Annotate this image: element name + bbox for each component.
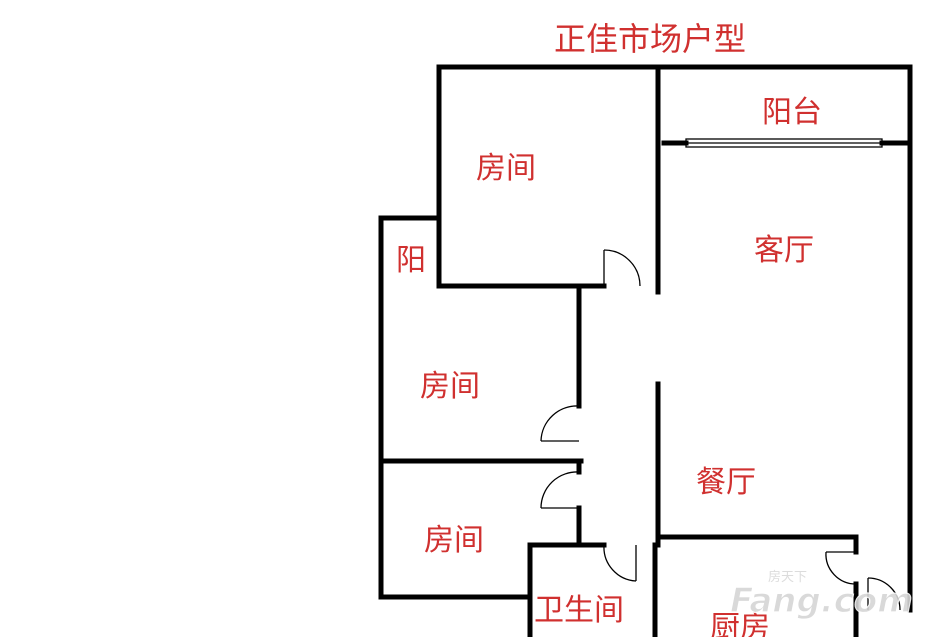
balcony-window: [685, 138, 883, 148]
door-top-bedroom: [603, 249, 641, 287]
room-label-living: 客厅: [754, 233, 814, 268]
room-label-bedroom-top: 房间: [476, 151, 536, 186]
door-bottom-bedroom: [540, 471, 580, 509]
watermark-logo: 房天下 Fang.com: [729, 569, 913, 622]
room-label-kitchen: 厨房: [710, 610, 770, 637]
room-label-bedroom-mid: 房间: [420, 369, 480, 404]
plan-title: 正佳市场户型: [554, 20, 746, 58]
watermark-cn: 房天下: [768, 569, 807, 585]
room-label-balcony-top: 阳台: [762, 95, 822, 130]
door-entry: [867, 577, 901, 611]
door-kitchen: [825, 551, 857, 585]
door-bathroom: [603, 544, 637, 582]
watermark-brand: Fang.com: [730, 581, 913, 621]
room-label-dining: 餐厅: [696, 465, 756, 500]
walls: [378, 64, 913, 637]
room-label-bathroom: 卫生间: [534, 593, 624, 628]
room-label-balcony-side: 阳: [396, 243, 426, 278]
door-mid-bedroom: [540, 405, 580, 442]
room-label-bedroom-bottom: 房间: [424, 523, 484, 558]
